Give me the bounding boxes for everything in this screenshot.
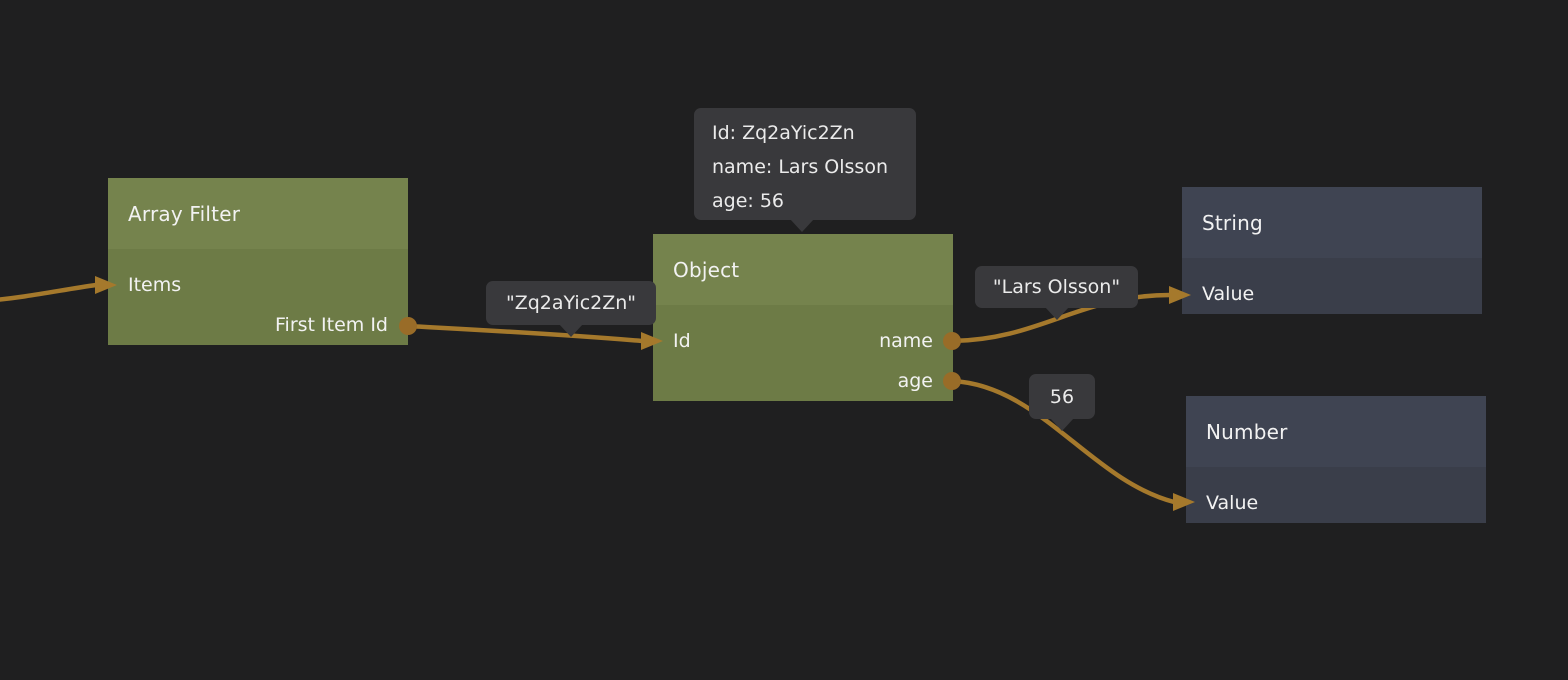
wire-into-items[interactable]	[0, 282, 97, 302]
wire-value-label-age: 56	[1029, 374, 1095, 431]
input-pin-string-value[interactable]: Value	[1182, 274, 1482, 314]
input-pin-items[interactable]: Items	[108, 265, 408, 305]
wire-first-item-id-to-id[interactable]	[407, 323, 643, 344]
tooltip-pointer	[790, 219, 814, 232]
input-pin-items-label: Items	[128, 274, 182, 296]
node-array-filter-body: Items First Item Id	[108, 249, 408, 345]
input-pin-id-label[interactable]: Id	[673, 330, 691, 352]
output-pin-age-label[interactable]: age	[897, 370, 933, 392]
node-object[interactable]: Object Id name age	[653, 234, 953, 418]
node-string[interactable]: String Value	[1182, 187, 1482, 332]
node-number[interactable]: Number Value	[1186, 396, 1486, 540]
wire-value-label-name-text: "Lars Olsson"	[992, 276, 1121, 298]
wire-value-label-id: "Zq2aYic2Zn"	[486, 281, 656, 337]
wire-value-label-name: "Lars Olsson"	[975, 266, 1138, 320]
node-number-title[interactable]: Number	[1186, 396, 1486, 467]
node-string-title[interactable]: String	[1182, 187, 1482, 258]
wire-value-label-id-text: "Zq2aYic2Zn"	[505, 292, 637, 314]
output-pin-first-item-id[interactable]: First Item Id	[108, 305, 408, 345]
tooltip-object-preview-line-age: age: 56	[712, 190, 785, 212]
node-array-filter[interactable]: Array Filter Items First Item Id	[108, 178, 408, 361]
wire-value-label-age-text: 56	[1049, 385, 1075, 408]
input-pin-number-value[interactable]: Value	[1186, 483, 1486, 523]
tooltip-object-preview-line-name: name: Lars Olsson	[712, 156, 889, 178]
tooltip-pointer	[559, 324, 583, 337]
node-object-title[interactable]: Object	[653, 234, 953, 305]
tooltip-pointer	[1050, 418, 1074, 431]
input-pin-number-value-label: Value	[1206, 492, 1259, 514]
tooltip-pointer	[1045, 307, 1069, 320]
node-string-body: Value	[1182, 258, 1482, 314]
output-pin-first-item-id-label: First Item Id	[275, 314, 388, 336]
tooltip-object-preview-line-id: Id: Zq2aYic2Zn	[712, 122, 855, 144]
input-pin-string-value-label: Value	[1202, 283, 1255, 305]
node-number-body: Value	[1186, 467, 1486, 523]
node-object-body: Id name age	[653, 305, 953, 401]
tooltip-object-preview: Id: Zq2aYic2Zn name: Lars Olsson age: 56	[694, 108, 916, 232]
output-pin-name-label[interactable]: name	[879, 330, 933, 352]
node-array-filter-title[interactable]: Array Filter	[108, 178, 408, 249]
